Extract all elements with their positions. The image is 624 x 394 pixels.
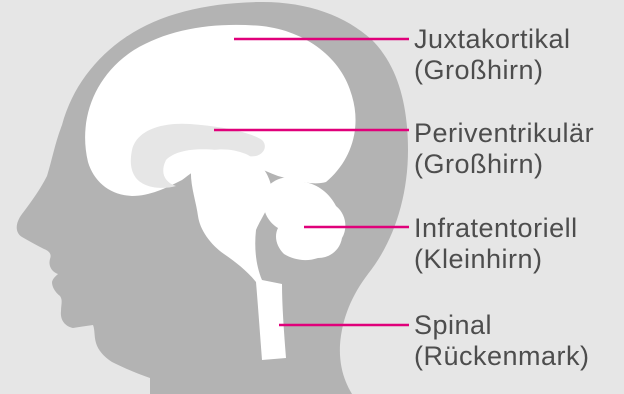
label-periventrikular: Periventrikulär (Großhirn) bbox=[414, 118, 594, 180]
label-line1: Spinal bbox=[414, 310, 590, 341]
label-line1: Juxtakortikal bbox=[414, 24, 571, 55]
label-line2: (Rückenmark) bbox=[414, 341, 590, 372]
label-infratentoriell: Infratentoriell (Kleinhirn) bbox=[414, 213, 578, 275]
label-line1: Infratentoriell bbox=[414, 213, 578, 244]
label-juxtakortikal: Juxtakortikal (Großhirn) bbox=[414, 24, 571, 86]
label-line2: (Großhirn) bbox=[414, 149, 594, 180]
label-line2: (Kleinhirn) bbox=[414, 244, 578, 275]
label-line2: (Großhirn) bbox=[414, 55, 571, 86]
label-spinal: Spinal (Rückenmark) bbox=[414, 310, 590, 372]
label-line1: Periventrikulär bbox=[414, 118, 594, 149]
